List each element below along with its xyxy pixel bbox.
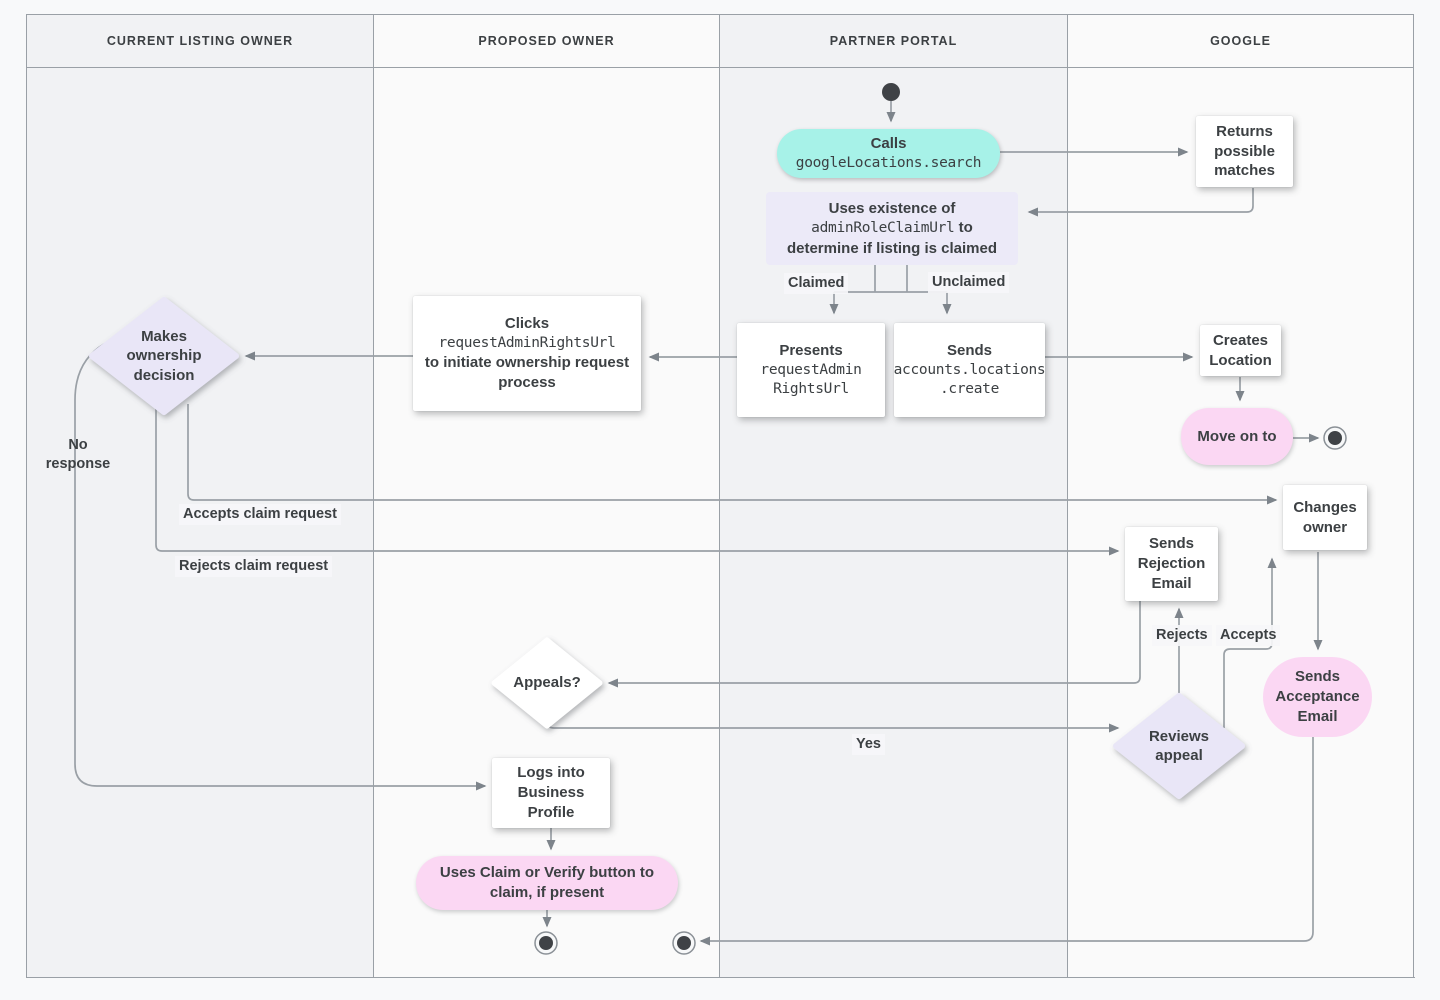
- node-calls-googlelocations-search: Calls googleLocations.search: [777, 129, 1000, 178]
- node-returns-possible-matches: Returns possible matches: [1196, 116, 1293, 187]
- node-logs-into-business-profile: Logs into Business Profile: [492, 758, 610, 828]
- node-uses-claim-or-verify: Uses Claim or Verify button to claim, if…: [416, 856, 678, 910]
- node-code: .create: [939, 380, 999, 397]
- lane-header-current-listing-owner: CURRENT LISTING OWNER: [26, 14, 373, 68]
- edge-label-accepts: Accepts: [1216, 625, 1281, 646]
- node-label: Uses Claim or Verify button to claim, if…: [439, 864, 655, 901]
- edge-label-rejects-claim-request: Rejects claim request: [175, 556, 333, 577]
- node-move-on-to: Move on to: [1181, 408, 1293, 465]
- node-label: Sends Acceptance Email: [1275, 668, 1360, 725]
- node-code: RightsUrl: [773, 380, 849, 397]
- lane-title: PROPOSED OWNER: [478, 34, 615, 48]
- edge-rejection-to-appeals: [607, 601, 1141, 688]
- decision-appeals-shape: [491, 637, 603, 729]
- node-label: Sends: [946, 341, 992, 359]
- node-label: Sends Rejection Email: [1137, 535, 1206, 592]
- node-label: Logs into Business Profile: [517, 764, 585, 821]
- node-label: Creates Location: [1209, 331, 1272, 369]
- lane-title: PARTNER PORTAL: [829, 34, 958, 48]
- decision-reviews-appeal-label: Reviews appeal: [1148, 727, 1210, 765]
- node-code: accounts.locations: [893, 361, 1046, 378]
- node-label: Returns possible matches: [1214, 122, 1275, 180]
- edge-label-rejects: Rejects: [1152, 625, 1212, 646]
- decision-makes-ownership-label: Makes ownership decision: [126, 327, 202, 384]
- lane-title: CURRENT LISTING OWNER: [106, 34, 294, 48]
- lane-header-partner-portal: PARTNER PORTAL: [719, 14, 1067, 68]
- lane-current-listing-owner: [26, 14, 373, 978]
- edge-label-accepts-claim-request: Accepts claim request: [179, 504, 341, 525]
- edge-rejects-claim: [155, 406, 1120, 556]
- lane-header-proposed-owner: PROPOSED OWNER: [373, 14, 719, 68]
- node-code: requestAdminRightsUrl: [438, 335, 616, 352]
- node-sends-acceptance-email: Sends Acceptance Email: [1263, 657, 1372, 737]
- edge-label-no-response: No response: [45, 437, 111, 472]
- node-code-line: adminRoleClaimUrl to: [811, 219, 973, 237]
- end-node-claim: [534, 931, 558, 955]
- node-label: determine if listing is claimed: [786, 239, 998, 257]
- edge-label-claimed: Claimed: [784, 273, 849, 294]
- decision-reviews-appeal-shape: [1113, 693, 1245, 799]
- node-code: requestAdmin: [760, 361, 862, 378]
- edge-no-response: [74, 343, 487, 791]
- node-label: Move on to: [1197, 427, 1277, 445]
- node-label: to initiate ownership request process: [424, 354, 630, 391]
- decision-appeals-label: Appeals?: [513, 674, 581, 692]
- node-creates-location: Creates Location: [1200, 325, 1281, 376]
- lane-title: GOOGLE: [1210, 34, 1271, 48]
- frame-border-bottom: [26, 977, 1415, 978]
- decision-makes-ownership-shape: [89, 297, 239, 415]
- node-label: Clicks: [504, 315, 550, 333]
- end-node-move-on: [1323, 426, 1347, 450]
- node-label: Changes owner: [1293, 498, 1357, 536]
- node-code: googleLocations.search: [795, 154, 982, 171]
- end-node-acceptance: [672, 931, 696, 955]
- node-presents-requestadminrightsurl: Presents requestAdmin RightsUrl: [737, 323, 885, 417]
- node-uses-existence: Uses existence of adminRoleClaimUrl to d…: [766, 192, 1018, 265]
- lane-header-google: GOOGLE: [1067, 14, 1414, 68]
- node-sends-accounts-locations-create: Sends accounts.locations .create: [893, 323, 1046, 417]
- edge-label-yes: Yes: [852, 734, 885, 755]
- node-sends-rejection-email: Sends Rejection Email: [1125, 527, 1218, 601]
- edge-label-unclaimed: Unclaimed: [928, 272, 1010, 293]
- node-label: Presents: [779, 341, 843, 359]
- node-label: Calls: [870, 135, 907, 153]
- edge-acceptance-to-end: [699, 737, 1314, 946]
- edge-returns-to-uses: [1027, 188, 1254, 217]
- edge-appeals-yes: [546, 720, 1120, 733]
- node-changes-owner: Changes owner: [1283, 485, 1367, 550]
- node-label: Uses existence of: [828, 199, 956, 217]
- start-node: [882, 83, 900, 101]
- edge-accepts-claim: [187, 404, 1278, 505]
- node-clicks-requestadminrightsurl: Clicks requestAdminRightsUrl to initiate…: [413, 296, 641, 411]
